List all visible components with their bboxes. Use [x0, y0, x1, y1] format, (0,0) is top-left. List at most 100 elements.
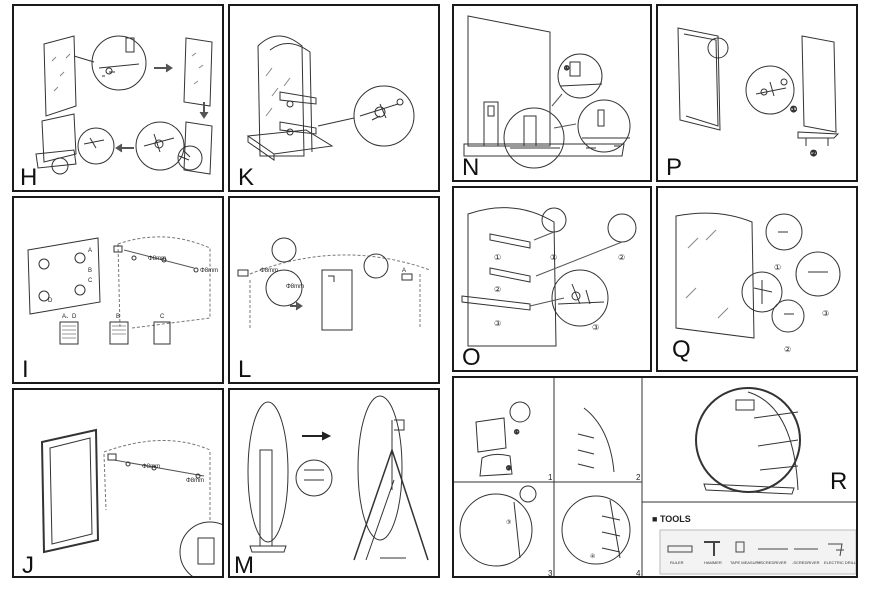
- curved-mirror: [467, 207, 557, 347]
- i-corner-c: C: [88, 278, 93, 284]
- oval-mirror-standing: [357, 395, 403, 541]
- panel-p: ① ② P: [656, 4, 858, 182]
- panel-i-drawing: Φ8mm Φ8mm A、D B C A B C D: [27, 236, 218, 345]
- panel-k: K: [228, 4, 440, 192]
- panel-n-drawing: ①: [463, 15, 631, 169]
- detail-magnifier: [353, 85, 415, 147]
- panel-q-drawing: ① ② ③: [675, 212, 841, 354]
- panel-n-label: N: [462, 154, 480, 181]
- r-sub3-mirror: [459, 493, 533, 567]
- curved-mirror: [675, 212, 755, 339]
- r-sub4-step: ④: [590, 553, 595, 560]
- r-sub-num-1: 1: [548, 473, 553, 482]
- l-dim-1: Φ8mm: [260, 268, 278, 274]
- panel-l-drawing: Φ8mm Φ8mm A: [237, 237, 431, 331]
- i-hole-b: B: [116, 314, 120, 320]
- l-dim-2: Φ8mm: [286, 284, 304, 290]
- panel-o-label: O: [462, 344, 481, 371]
- panel-j-drawing: Φ8mm Φ8mm: [40, 428, 222, 576]
- p-step-2: ②: [810, 149, 817, 158]
- panel-j-label: J: [22, 552, 34, 578]
- detail-magnifier: [551, 269, 609, 327]
- panel-p-drawing: ① ②: [677, 27, 840, 159]
- tool-hammer: HAMMER: [704, 560, 722, 565]
- panel-i: Φ8mm Φ8mm A、D B C A B C D I: [12, 196, 224, 384]
- panel-l: Φ8mm Φ8mm A L: [228, 196, 440, 384]
- o-detail-step-3: ③: [592, 323, 599, 332]
- panel-i-label: I: [22, 356, 29, 383]
- i-dim-1: Φ8mm: [148, 256, 166, 262]
- panel-m: M: [228, 388, 440, 578]
- panel-r-drawing: ① ② 1 2 3 4: [454, 378, 856, 578]
- circle-step-1: ①: [564, 65, 569, 72]
- mirror-panel-l: [321, 269, 353, 331]
- hammer-icon: [704, 541, 720, 556]
- o-shelf-step-3: ③: [494, 319, 501, 328]
- panel-r-label: R: [830, 468, 848, 495]
- q-step-2: ②: [784, 345, 791, 354]
- o-shelf-step-1: ①: [494, 253, 501, 262]
- panel-h-label: H: [20, 164, 38, 191]
- i-dim-2: Φ8mm: [200, 268, 218, 274]
- q-step-1: ①: [774, 263, 781, 272]
- i-corner-a: A: [88, 248, 92, 254]
- tools-title: ■ TOOLS: [652, 514, 691, 524]
- l-corner-a: A: [402, 268, 406, 274]
- o-shelf-step-2: ②: [494, 285, 501, 294]
- panel-k-drawing: [246, 35, 415, 161]
- panel-j: Φ8mm Φ8mm J: [12, 388, 224, 578]
- p-step-1: ①: [790, 105, 797, 114]
- curved-mirror: [257, 35, 305, 157]
- r-sub4-mirror: [561, 495, 631, 565]
- detail-magnifier: [745, 65, 795, 115]
- panel-q-label: Q: [672, 336, 691, 363]
- tool-tape-measure: TAPE MEASURE: [730, 560, 761, 565]
- panel-k-label: K: [238, 164, 255, 191]
- q-step-3: ③: [822, 309, 829, 318]
- r-sub-num-3: 3: [548, 569, 553, 578]
- panel-h: H: [12, 4, 224, 192]
- r-sub1-step-1: ①: [514, 429, 519, 436]
- detail-magnifier: [503, 107, 565, 169]
- panel-m-drawing: [247, 395, 429, 561]
- ruler-icon: [667, 545, 693, 553]
- tape-measure-icon: [735, 541, 745, 553]
- o-detail-step-1: ①: [550, 253, 557, 262]
- oval-mirror-flat: [247, 401, 289, 543]
- tools-strip: [659, 529, 856, 575]
- panel-n: ① N: [452, 4, 652, 182]
- panel-o: ① ② ③ ① ② ③ O: [452, 186, 652, 372]
- r-sub-num-4: 4: [636, 569, 641, 578]
- r-sub3-step: ③: [506, 519, 511, 526]
- i-corner-b: B: [88, 268, 92, 274]
- mirror-panel: [43, 35, 77, 117]
- panel-p-label: P: [666, 154, 683, 181]
- detail-magnifier: [741, 271, 783, 313]
- i-corner-d: D: [48, 298, 53, 304]
- panel-h-drawing: [35, 35, 213, 175]
- i-hole-ad: A、D: [62, 314, 77, 320]
- i-hole-c: C: [160, 314, 165, 320]
- tools-title-text: TOOLS: [659, 514, 691, 524]
- flat-mirror-left: [677, 27, 721, 131]
- panel-l-label: L: [238, 356, 252, 383]
- panel-r: ① ② 1 2 3 4: [452, 376, 858, 578]
- tool-plus-screwdriver: +SCREDRIVER: [758, 560, 787, 565]
- tool-ruler: RULER: [670, 560, 684, 565]
- detail-magnifier: [91, 35, 147, 91]
- detail-magnifier: [179, 521, 222, 576]
- j-dim-1: Φ8mm: [142, 464, 160, 470]
- mirror-back: [27, 237, 101, 315]
- panel-m-label: M: [234, 552, 254, 578]
- flat-mirror: [467, 15, 551, 147]
- r-sub1-step-2: ②: [506, 465, 511, 472]
- electric-drill-icon: [828, 543, 844, 557]
- detail-magnifier: [265, 269, 303, 307]
- assembled-round-mirror: [695, 387, 801, 493]
- r-sub-num-2: 2: [636, 473, 641, 482]
- framed-mirror: [40, 428, 100, 554]
- j-dim-2: Φ8mm: [186, 478, 204, 484]
- tool-minus-screwdriver: -SCREDRIVER: [792, 560, 820, 565]
- panel-o-drawing: ① ② ③ ① ② ③: [461, 207, 637, 347]
